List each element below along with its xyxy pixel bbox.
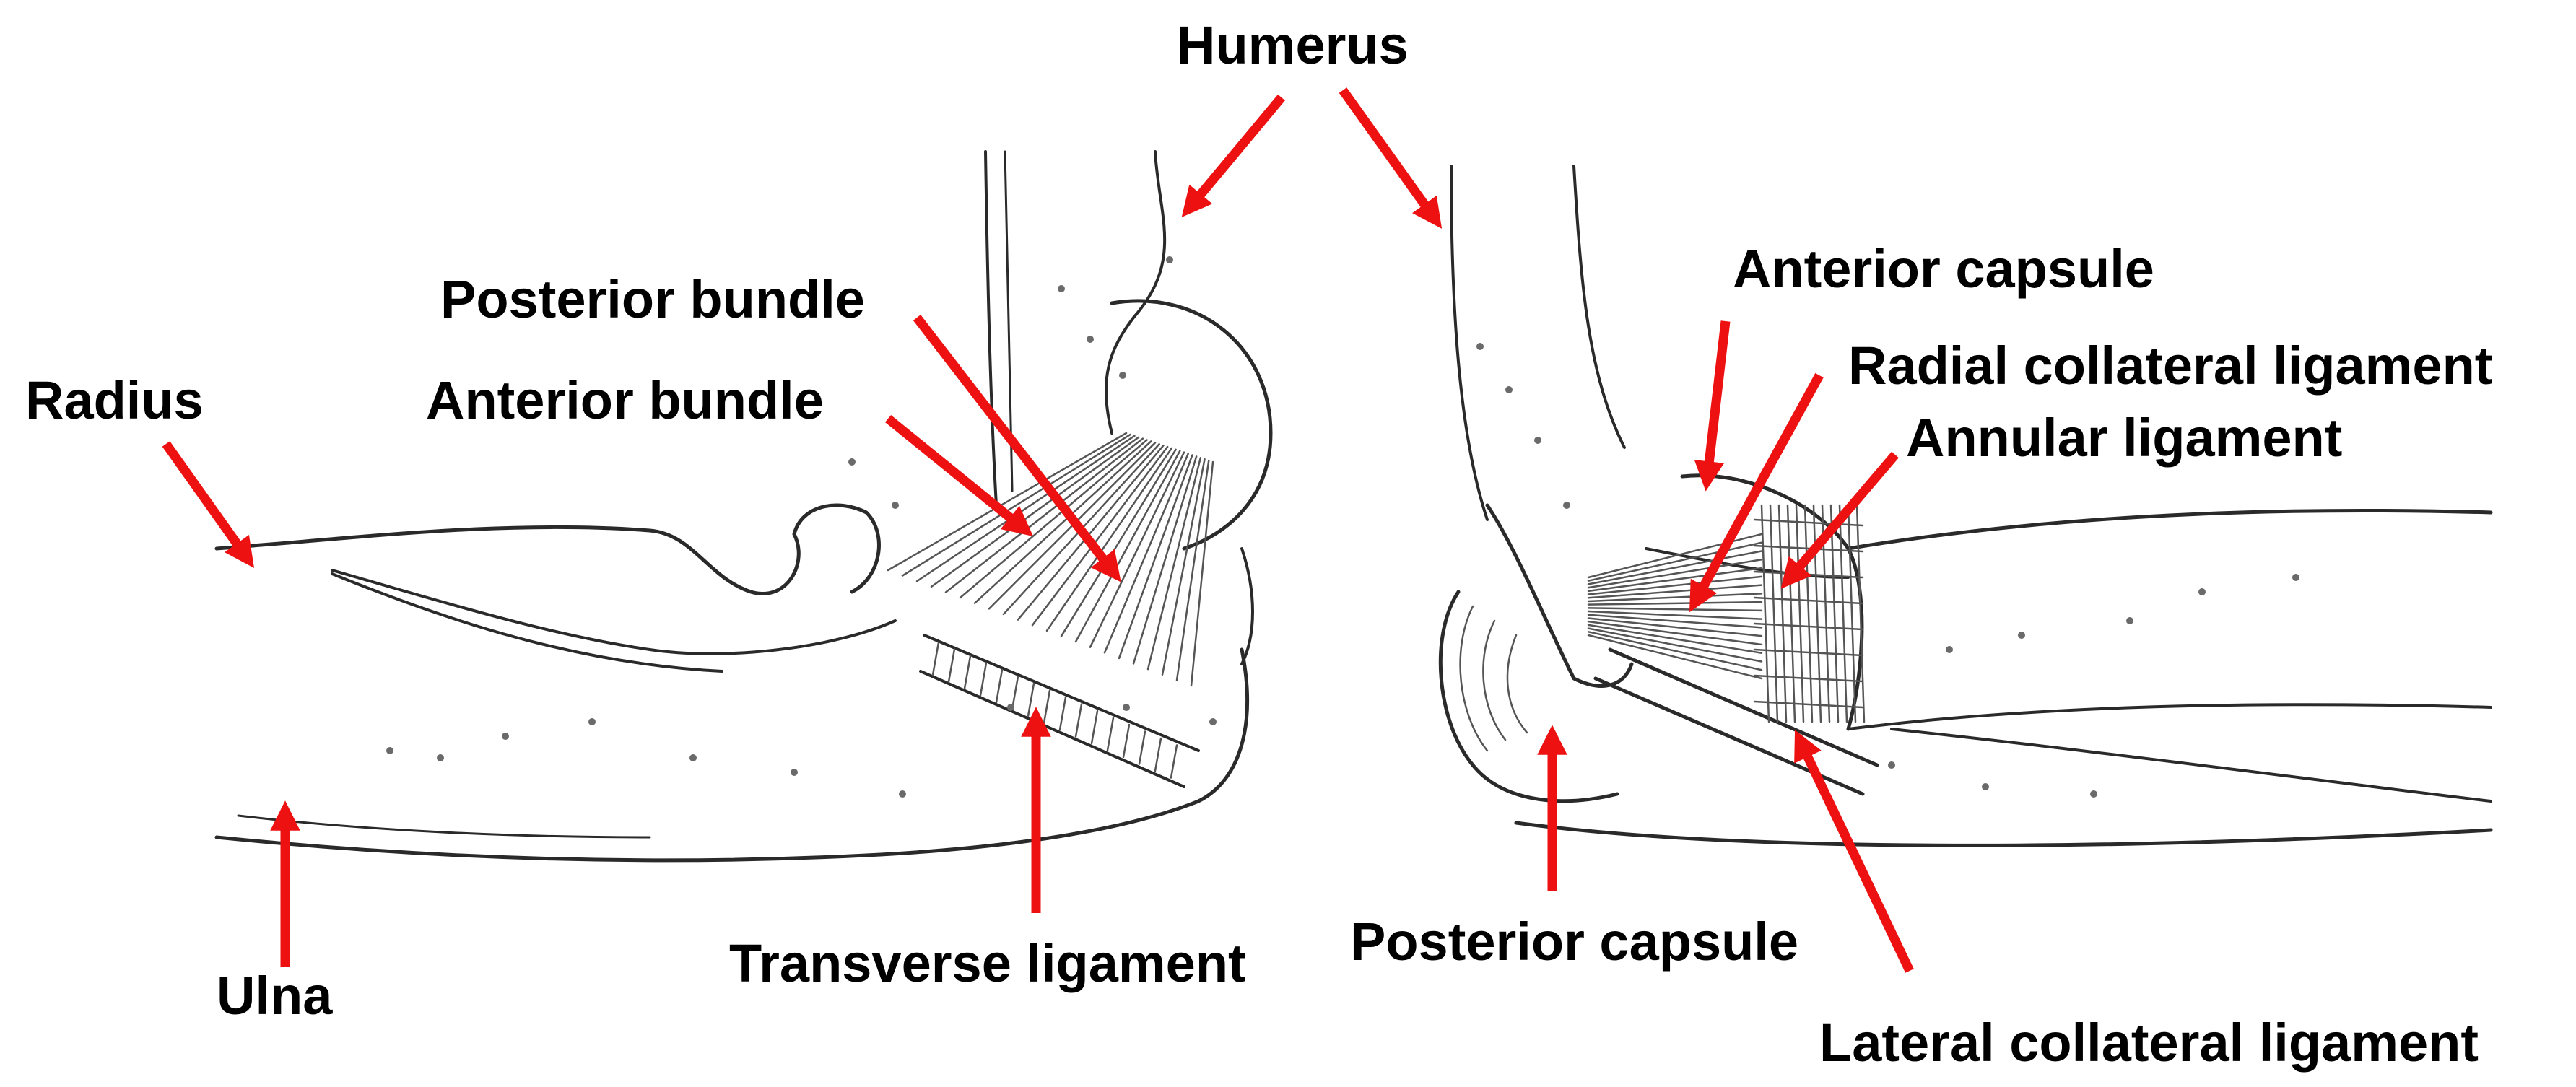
transverse-strap-hatch xyxy=(1123,725,1129,757)
annular-hatch xyxy=(1770,505,1777,722)
arrow-posterior-bundle xyxy=(917,318,1112,570)
transverse-strap-hatch xyxy=(933,642,939,675)
label-anterior-capsule: Anterior capsule xyxy=(1733,239,2154,299)
annular-hatch xyxy=(1805,505,1812,722)
transverse-strap-hatch xyxy=(1171,746,1177,778)
transverse-strap-hatch xyxy=(1060,697,1066,730)
ligament-fan-strand xyxy=(1177,460,1209,680)
ligament-fan-strand xyxy=(1090,453,1184,647)
stipple-dot xyxy=(899,790,906,798)
label-radial-collateral-ligament: Radial collateral ligament xyxy=(1848,336,2492,396)
label-ulna: Ulna xyxy=(217,966,333,1026)
label-transverse-ligament: Transverse ligament xyxy=(729,933,1246,993)
annular-hatch xyxy=(1848,505,1855,722)
label-posterior-bundle: Posterior bundle xyxy=(440,269,865,329)
stipple-dot xyxy=(689,754,697,761)
stipple-dot xyxy=(1505,386,1513,393)
transverse-strap-hatch xyxy=(1155,738,1161,771)
ligament-fan-strand xyxy=(1588,559,1762,588)
ligament-fan-strand xyxy=(1191,462,1213,686)
stipple-dot xyxy=(1982,783,1989,790)
transverse-strap-hatch xyxy=(949,650,954,682)
stipple-dot xyxy=(2126,617,2133,624)
stipple-dot xyxy=(1888,761,1895,769)
ligament-fan-strand xyxy=(975,441,1151,603)
stipple-dot xyxy=(502,733,509,740)
annular-hatch xyxy=(1788,505,1795,722)
stipple-dot xyxy=(1534,437,1541,444)
transverse-strap-hatch xyxy=(1028,684,1034,716)
stipple-dot xyxy=(1209,718,1217,725)
transverse-strap-hatch xyxy=(965,656,970,689)
annular-hatch xyxy=(1831,505,1838,722)
stipple-dot xyxy=(1119,372,1126,379)
stipple-dot xyxy=(588,718,596,725)
stipple-dot xyxy=(1058,285,1065,292)
stipple-dot xyxy=(1166,256,1173,263)
stipple-dot xyxy=(2018,632,2025,639)
arrow-humerus-left xyxy=(1191,97,1282,206)
label-lateral-collateral-ligament: Lateral collateral ligament xyxy=(1819,1013,2479,1073)
arrow-anterior-capsule xyxy=(1707,321,1726,476)
ligament-fan-strand xyxy=(1588,611,1762,619)
stipple-dot xyxy=(1087,336,1094,343)
label-anterior-bundle: Anterior bundle xyxy=(426,370,824,430)
ligament-fan-strand xyxy=(1148,458,1201,669)
stipple-dot xyxy=(848,458,856,466)
stipple-dot xyxy=(2090,790,2097,798)
transverse-strap-hatch xyxy=(1108,718,1113,751)
stipple-dot xyxy=(1476,343,1484,350)
label-radius: Radius xyxy=(25,370,204,430)
stipple-dot xyxy=(1007,704,1014,711)
transverse-strap-hatch xyxy=(996,670,1002,702)
stipple-dot xyxy=(386,747,393,754)
arrow-lateral-collateral-ligament xyxy=(1801,743,1910,971)
ligament-fan-strand xyxy=(1588,625,1762,653)
ligament-fan-strand xyxy=(960,440,1147,598)
ligament-fan-strand xyxy=(1588,543,1762,581)
transverse-strap-hatch xyxy=(1076,704,1082,737)
annular-hatch xyxy=(1840,505,1847,722)
stipple-dot xyxy=(1123,704,1130,711)
stipple-dot xyxy=(437,754,444,761)
annular-hatch xyxy=(1762,505,1769,722)
ligament-fan-strand xyxy=(1588,593,1762,601)
annular-hatch xyxy=(1779,505,1786,722)
stipple-dot xyxy=(2198,588,2206,595)
stipple-dot xyxy=(1563,502,1570,509)
label-humerus: Humerus xyxy=(1177,15,1409,75)
ligament-fan-strand xyxy=(1588,608,1762,611)
annular-hatch xyxy=(1754,676,1863,681)
transverse-strap-hatch xyxy=(1092,711,1097,743)
label-annular-ligament: Annular ligament xyxy=(1906,408,2342,468)
transverse-strap-hatch xyxy=(1044,691,1050,723)
stipple-dot xyxy=(892,502,899,509)
annular-hatch xyxy=(1796,505,1803,722)
transverse-strap-hatch xyxy=(1139,732,1145,764)
stipple-dot xyxy=(1946,646,1953,653)
arrow-humerus-right xyxy=(1343,90,1433,217)
stipple-dot xyxy=(2292,574,2299,581)
medial-elbow-illustration xyxy=(217,152,1271,860)
ligament-fan-strand xyxy=(1061,450,1176,637)
arrow-radius xyxy=(166,444,245,556)
annular-hatch xyxy=(1754,650,1863,655)
ligament-fan-strand xyxy=(1588,602,1762,605)
stipple-dot xyxy=(791,769,798,776)
label-posterior-capsule: Posterior capsule xyxy=(1350,912,1798,972)
transverse-strap-hatch xyxy=(1012,677,1018,710)
ligament-fan-strand xyxy=(1162,459,1205,675)
transverse-strap-hatch xyxy=(980,663,986,696)
